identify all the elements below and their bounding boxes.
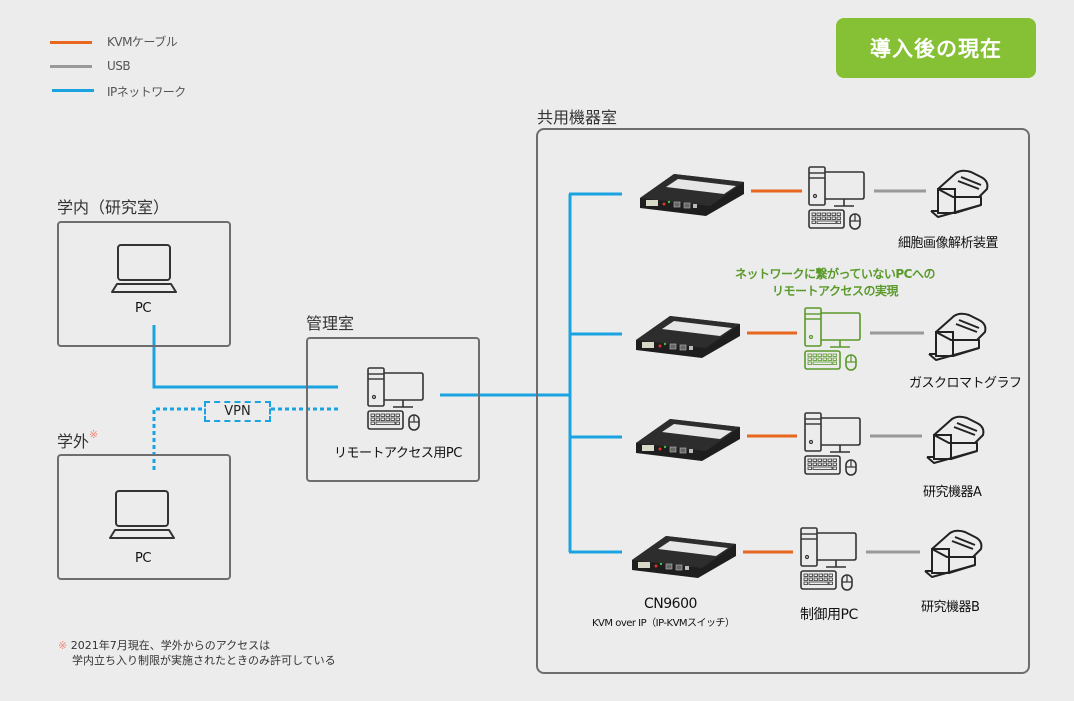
desktop-pc-icon — [800, 527, 857, 591]
footnote-line2: 学内立ち入り制限が実施されたときのみ許可している — [72, 654, 336, 667]
laptop-icon — [109, 490, 175, 539]
legend-kvm-line — [50, 41, 92, 44]
off-campus-pc-label: PC — [135, 551, 151, 566]
status-badge: 導入後の現在 — [836, 18, 1036, 78]
kvm-switch-icon — [640, 174, 744, 216]
desktop-pc-icon — [808, 166, 865, 230]
footnote-line1: 2021年7月現在、学外からのアクセスは — [70, 639, 271, 652]
equipment-label-3: 研究機器A — [923, 485, 982, 500]
highlight-note-line1: ネットワークに繋がっていないPCへの — [734, 267, 936, 281]
footnote: ※ 2021年7月現在、学外からのアクセスは 学内立ち入り制限が実施されたときの… — [58, 638, 336, 668]
remote-access-pc-label: リモートアクセス用PC — [334, 446, 462, 461]
kvm-switch-icon — [636, 316, 740, 358]
desktop-pc-icon — [804, 412, 861, 476]
campus-lab-box: PC — [57, 221, 231, 347]
admin-room-box: リモートアクセス用PC — [306, 337, 480, 482]
control-pc-label: 制御用PC — [800, 607, 858, 623]
equipment-label-2: ガスクロマトグラフ — [909, 376, 1022, 391]
legend-ip-line — [52, 89, 94, 92]
shared-room-title: 共用機器室 — [537, 108, 618, 127]
desktop-pc-icon — [367, 367, 424, 431]
highlight-note-line2: リモートアクセスの実現 — [772, 284, 898, 298]
footnote-mark: ※ — [58, 639, 68, 652]
shared-room-box — [536, 128, 1030, 674]
vpn-label: VPN — [224, 404, 251, 419]
vpn-line-offcampus — [152, 407, 204, 470]
campus-lab-title: 学内（研究室） — [57, 198, 170, 217]
lab-equipment-icon — [928, 312, 987, 361]
legend-kvm-label: KVMケーブル — [107, 35, 178, 49]
kvm-description-label: KVM over IP（IP-KVMスイッチ） — [592, 618, 735, 629]
lab-equipment-icon — [924, 529, 983, 578]
legend-usb-line — [50, 65, 92, 68]
legend-usb-label: USB — [107, 59, 131, 73]
vpn-label-box: VPN — [204, 401, 271, 422]
off-campus-mark: ※ — [89, 428, 99, 441]
equipment-label-4: 研究機器B — [921, 600, 980, 615]
kvm-switch-icon — [636, 419, 740, 461]
equipment-label-1: 細胞画像解析装置 — [898, 236, 999, 251]
desktop-pc-icon-highlighted — [804, 307, 861, 371]
laptop-icon — [111, 244, 177, 293]
campus-pc-label: PC — [135, 301, 151, 316]
off-campus-box: PC — [57, 454, 231, 580]
kvm-switch-icon — [632, 536, 736, 578]
highlight-note: ネットワークに繋がっていないPCへの リモートアクセスの実現 — [715, 266, 955, 300]
legend-ip-label: IPネットワーク — [107, 85, 186, 99]
admin-room-title: 管理室 — [306, 314, 355, 333]
kvm-model-label: CN9600 — [644, 596, 697, 612]
off-campus-title-text: 学外 — [57, 432, 90, 451]
lab-equipment-icon — [930, 169, 989, 218]
off-campus-title: 学外※ — [57, 428, 98, 452]
lab-equipment-icon — [926, 415, 985, 464]
